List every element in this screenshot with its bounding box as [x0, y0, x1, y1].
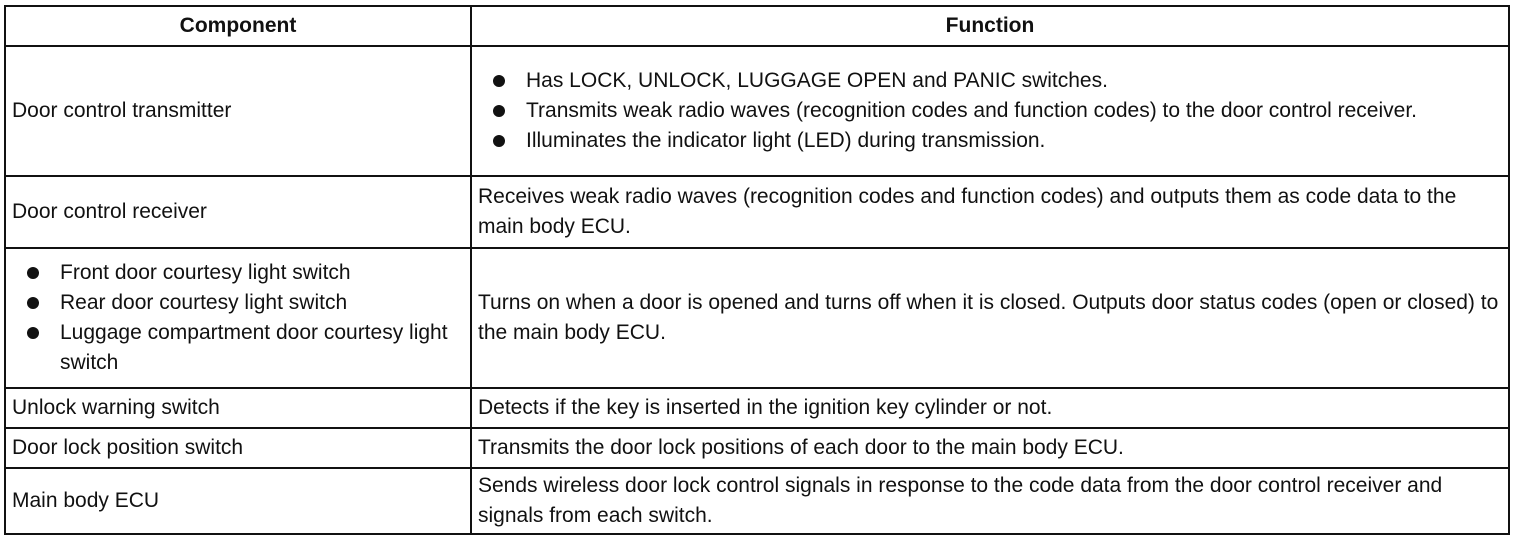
- table-row: Door control transmitter Has LOCK, UNLOC…: [4, 45, 1510, 177]
- table-row: Main body ECU Sends wireless door lock c…: [4, 467, 1510, 535]
- component-cell: Main body ECU: [4, 467, 472, 535]
- component-cell: Front door courtesy light switch Rear do…: [4, 247, 472, 389]
- table-row: Door lock position switch Transmits the …: [4, 427, 1510, 469]
- function-cell: Receives weak radio waves (recognition c…: [470, 175, 1510, 249]
- bullet-item: Illuminates the indicator light (LED) du…: [478, 126, 1502, 156]
- bullet-item: Has LOCK, UNLOCK, LUGGAGE OPEN and PANIC…: [478, 66, 1502, 96]
- function-cell: Sends wireless door lock control signals…: [470, 467, 1510, 535]
- function-cell: Has LOCK, UNLOCK, LUGGAGE OPEN and PANIC…: [470, 45, 1510, 177]
- bullet-item: Front door courtesy light switch: [12, 258, 464, 288]
- component-function-table: Component Function Door control transmit…: [4, 5, 1510, 535]
- header-function: Function: [470, 5, 1510, 47]
- table-row: Front door courtesy light switch Rear do…: [4, 247, 1510, 389]
- table-row: Door control receiver Receives weak radi…: [4, 175, 1510, 249]
- component-cell: Door lock position switch: [4, 427, 472, 469]
- function-cell: Transmits the door lock positions of eac…: [470, 427, 1510, 469]
- bullet-item: Transmits weak radio waves (recognition …: [478, 96, 1502, 126]
- table-row: Unlock warning switch Detects if the key…: [4, 387, 1510, 429]
- component-cell: Door control transmitter: [4, 45, 472, 177]
- function-cell: Turns on when a door is opened and turns…: [470, 247, 1510, 389]
- bullet-item: Rear door courtesy light switch: [12, 288, 464, 318]
- function-cell: Detects if the key is inserted in the ig…: [470, 387, 1510, 429]
- function-bullet-list: Has LOCK, UNLOCK, LUGGAGE OPEN and PANIC…: [478, 66, 1502, 156]
- header-component: Component: [4, 5, 472, 47]
- component-bullet-list: Front door courtesy light switch Rear do…: [12, 258, 464, 378]
- table-header-row: Component Function: [4, 5, 1510, 47]
- bullet-item: Luggage compartment door courtesy light …: [12, 318, 464, 378]
- component-cell: Unlock warning switch: [4, 387, 472, 429]
- component-cell: Door control receiver: [4, 175, 472, 249]
